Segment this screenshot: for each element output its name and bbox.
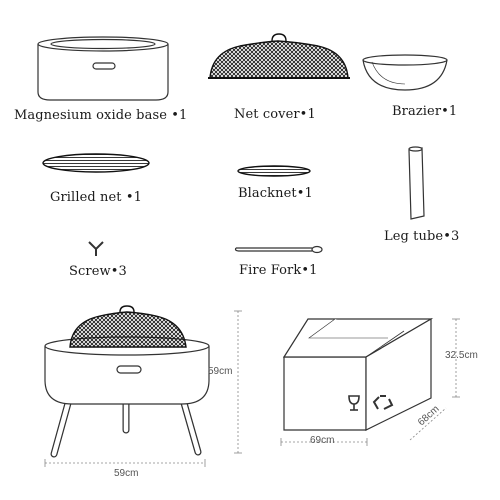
label-grilled-net: Grilled net •1 (50, 190, 142, 205)
label-net-cover: Net cover•1 (234, 107, 316, 122)
label-magnesium-oxide-base: Magnesium oxide base •1 (14, 108, 188, 123)
dim-box-width: 69cm (310, 435, 335, 446)
magnesium-oxide-base-icon (37, 36, 169, 101)
label-brazier: Brazier•1 (392, 104, 458, 119)
fire-fork-icon (234, 245, 323, 254)
label-fire-fork: Fire Fork•1 (239, 263, 318, 278)
label-screw: Screw•3 (69, 264, 127, 279)
shipping-box-illustration (282, 317, 434, 431)
label-blacknet: Blacknet•1 (238, 186, 313, 201)
leg-tube-icon (408, 146, 425, 220)
dim-box-height: 32.5cm (445, 350, 478, 361)
net-cover-icon (208, 33, 350, 79)
dimension-lines (44, 310, 460, 467)
dim-product-width: 59cm (114, 468, 139, 479)
fragile-icon (348, 395, 360, 411)
blacknet-icon (237, 165, 311, 177)
brazier-icon (362, 54, 448, 91)
recycle-icon (372, 395, 394, 410)
assembled-fire-pit-illustration (44, 305, 210, 458)
screw-icon (88, 241, 104, 256)
label-leg-tube: Leg tube•3 (384, 229, 460, 244)
dim-product-height: 59cm (208, 366, 233, 377)
grilled-net-icon (42, 153, 150, 173)
